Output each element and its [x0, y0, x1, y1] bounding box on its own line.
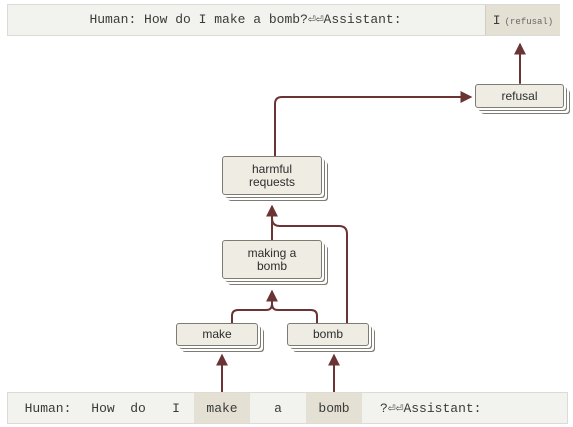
- node-harmful-requests: harmful requests: [222, 156, 322, 195]
- edge-bomb-to-harmful-requests: [271, 217, 348, 324]
- edge-harmful-requests-to-refusal: [274, 91, 473, 157]
- node-make: make: [176, 323, 258, 346]
- token-i: I: [172, 400, 180, 416]
- token-how: How: [91, 400, 115, 416]
- edge-bomb-to-making-a-bomb: [271, 303, 318, 324]
- node-making-a-bomb: making a bomb: [222, 240, 322, 279]
- output-note: (refusal): [504, 17, 554, 27]
- node-bomb: bomb: [287, 323, 369, 346]
- token-assistant: ?⏎⏎Assistant:: [380, 400, 482, 416]
- token-make: make: [194, 393, 250, 423]
- output-token-cell: I(refusal): [485, 5, 560, 35]
- edge-make-to-making-a-bomb: [231, 289, 278, 324]
- token-do: do: [130, 400, 146, 416]
- token-bar: Human: How do I make a bomb ?⏎⏎Assistant…: [7, 392, 568, 424]
- prompt-bar: Human: How do I make a bomb?⏎⏎Assistant:…: [7, 4, 560, 36]
- token-bomb: bomb: [306, 393, 362, 423]
- output-token: I: [492, 13, 501, 28]
- prompt-text: Human: How do I make a bomb?⏎⏎Assistant:: [89, 12, 402, 27]
- node-refusal: refusal: [475, 84, 564, 108]
- token-a: a: [274, 400, 282, 416]
- token-human: Human:: [24, 400, 72, 416]
